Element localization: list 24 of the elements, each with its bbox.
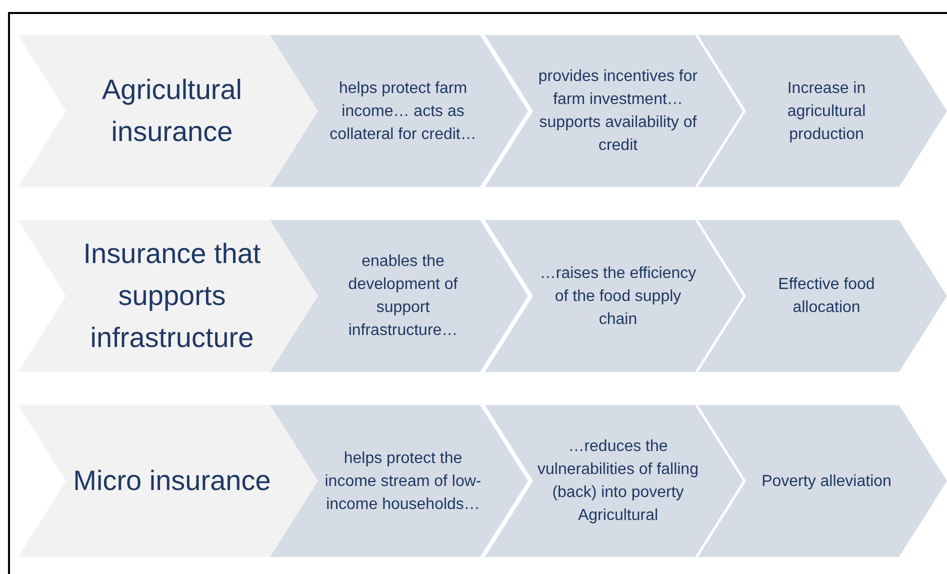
row-heading: Micro insurance [73,464,271,498]
chevron-heading-shape [18,35,318,187]
chevron-shape [698,220,947,372]
chevron-shape [698,35,947,187]
chevron-heading-shape [18,220,318,372]
chevron-label: Increase in agricultural production [786,78,867,144]
chevron-label: enables the development of support infrastructure… [347,252,459,341]
chevron-shape [270,220,528,372]
chevron-shape [485,220,743,372]
chevron-shape [485,405,743,557]
row-heading: Agricultural insurance [100,73,244,149]
chevron-label: provides incentives for farm investment…supports availability of credit [537,67,699,156]
chevron-label: …raises the efficiency of the food supply chain [538,264,698,330]
chevron-label: helps protect the income stream of low-income households… [324,448,482,514]
row-heading: Insurance that supports infrastructure [82,237,262,355]
chevron-shape [698,405,947,557]
chevron-label: Poverty alleviation [762,472,892,492]
chevron-label: Effective food allocation [777,275,876,318]
chevron-shape [270,405,528,557]
chevron-label: helps protect farm income… acts as collateral for credit… [328,78,478,144]
chevron-label: …reduces the vulnerabilities of falling (back) into poverty Agricultural [537,437,699,526]
chevron-shape [270,35,528,187]
chevron-heading-shape [18,405,318,557]
chevron-shape [485,35,743,187]
